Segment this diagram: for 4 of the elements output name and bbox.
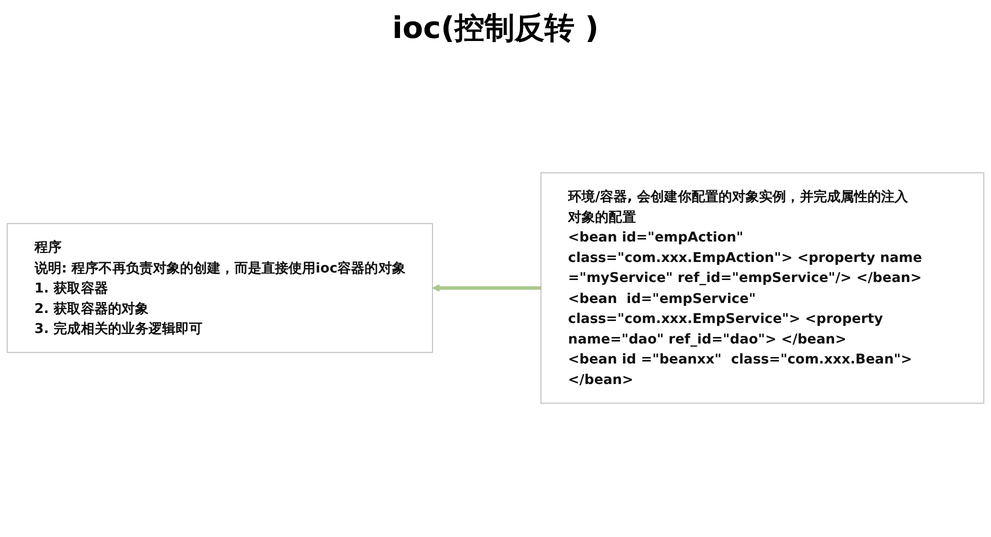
arrow: [432, 284, 541, 292]
diagram-title: ioc(控制反转 ): [391, 10, 600, 48]
node-box: 程序 说明: 程序不再负责对象的创建，而是直接使用ioc容器的对象 1. 获取容器 2. 获取容器的对象 3. 完成相关的业务逻辑即可: [6, 223, 433, 353]
node-box: 环境/容器, 会创建你配置的对象实例，并完成属性的注入 对象的配置 <bean id="empAction" class="com.xxx.EmpAction"> <property name ="myService" ref_id="empService"/> </bean> <bean id="empService" class="com.xxx.EmpService"> <property name="dao" ref_id="dao"> </bean> <bean id ="beanxx" class="com.xxx.Bean"> </bean>: [540, 172, 984, 404]
